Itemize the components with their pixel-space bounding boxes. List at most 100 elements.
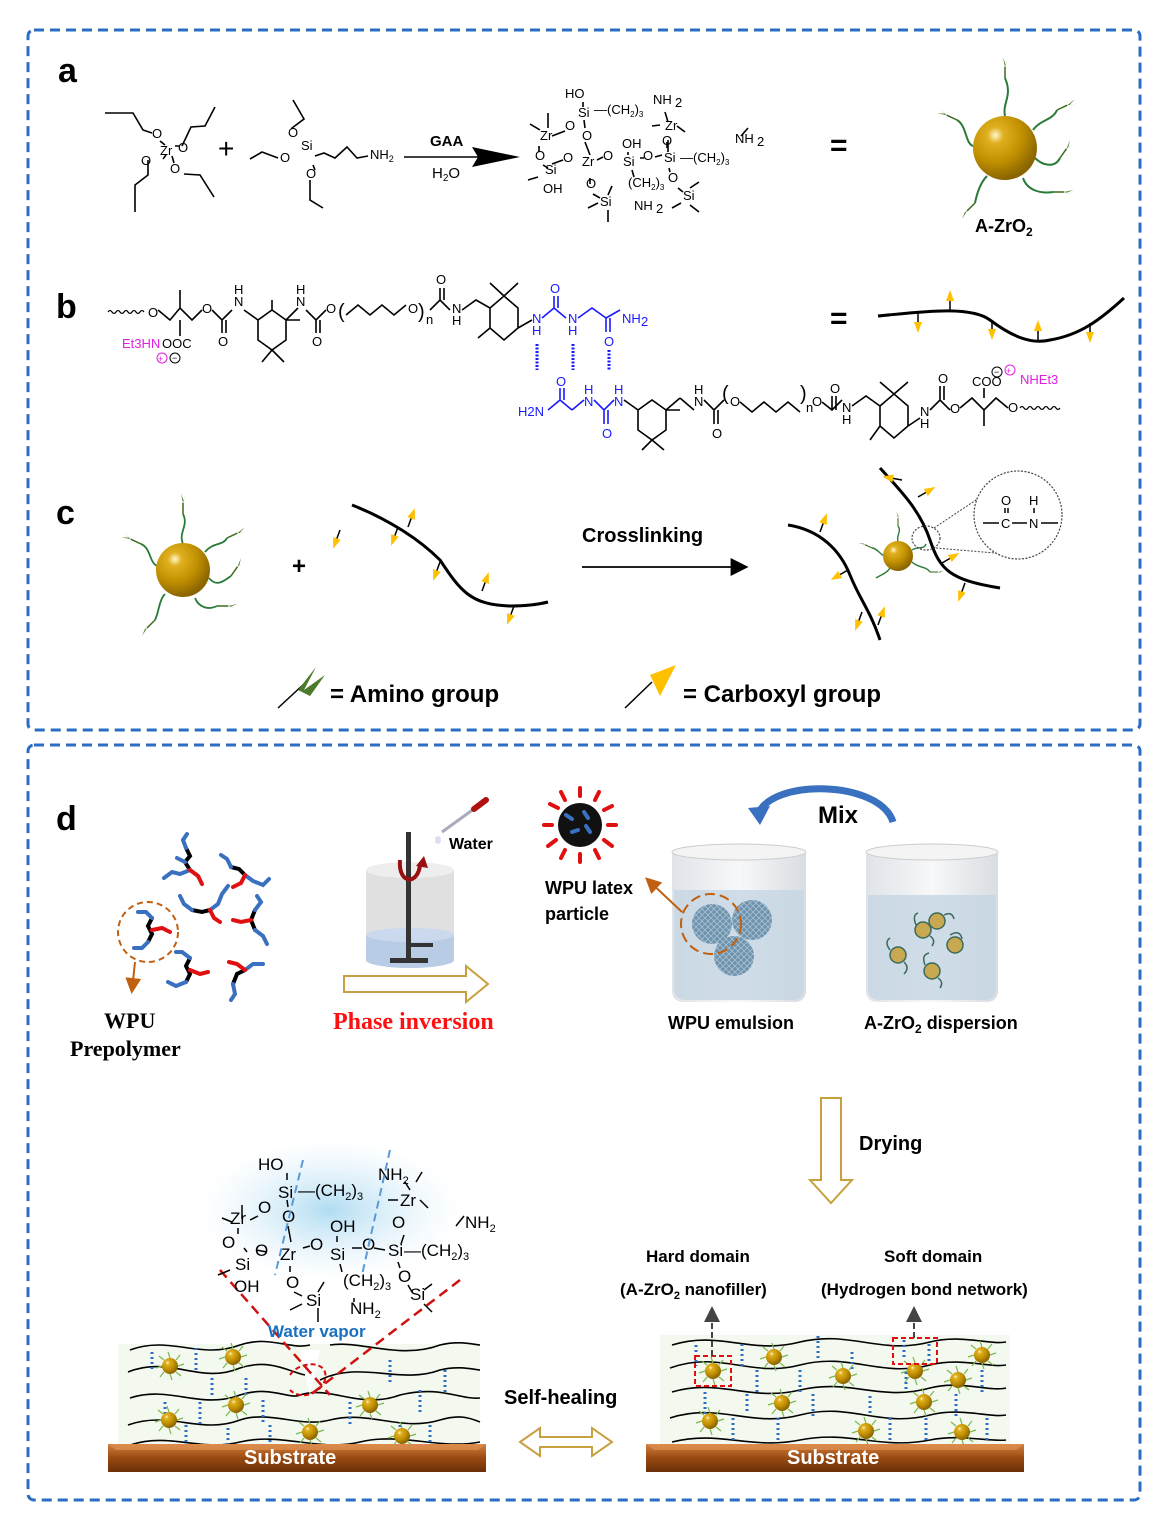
svg-text:O: O [643, 148, 653, 163]
panel-label-a: a [58, 52, 78, 90]
svg-text:Si: Si [278, 1183, 293, 1202]
water-label: Water [449, 836, 493, 853]
panel-abc-frame [26, 28, 1142, 732]
svg-text:Si: Si [410, 1285, 425, 1304]
svg-text:2: 2 [675, 95, 682, 110]
svg-text:Si: Si [623, 154, 635, 169]
svg-text:Si: Si [683, 188, 695, 203]
svg-text:O: O [436, 272, 446, 287]
svg-text:N: N [568, 311, 577, 326]
svg-text:O: O [565, 118, 575, 133]
legend-amino: = Amino group [277, 667, 499, 709]
svg-text:O: O [152, 126, 162, 141]
phase-inversion-label: Phase inversion [333, 1009, 494, 1035]
svg-text:NH: NH [634, 198, 653, 213]
wpu-prepolymer-cluster [132, 832, 271, 1002]
wpu-latex-particle-icon [542, 786, 618, 864]
svg-text:(CH2)3: (CH2)3 [343, 1271, 391, 1293]
svg-text:(: ( [338, 301, 345, 323]
svg-text:Zr: Zr [280, 1245, 296, 1264]
svg-text:O: O [938, 371, 948, 386]
svg-text:O: O [563, 150, 573, 165]
svg-text:—(CH2)3: —(CH2)3 [404, 1241, 469, 1263]
svg-text:O: O [178, 140, 188, 155]
equals-sign-b: = [830, 302, 848, 335]
svg-text:O: O [950, 401, 960, 416]
svg-text:Si: Si [306, 1291, 321, 1310]
svg-text:H: H [532, 323, 541, 338]
svg-text:+: + [1006, 366, 1011, 376]
svg-text:Et3HN: Et3HN [122, 336, 160, 351]
svg-text:Zr: Zr [540, 128, 553, 143]
svg-text:O: O [148, 305, 158, 320]
healed-coating-right [660, 1306, 1010, 1447]
dispersion-label: A-ZrO2 dispersion [864, 1013, 1018, 1036]
svg-text:HO: HO [258, 1155, 284, 1174]
svg-text:N: N [234, 294, 243, 309]
svg-text:OH: OH [622, 136, 642, 151]
wpu-chain-structure-bottom: H2N O NH O NH NH O ( O ) n O O NH NH O O… [518, 371, 1061, 451]
azro2-dispersion-beaker [865, 843, 999, 1002]
svg-text:Si: Si [301, 138, 313, 153]
svg-text:H: H [842, 412, 851, 427]
amide-bond-zoom-circle [973, 470, 1063, 560]
svg-text:O: O [812, 394, 822, 409]
svg-text:N: N [694, 394, 703, 409]
svg-text:O: O [398, 1267, 411, 1286]
reagent-gaa: GAA [430, 133, 464, 150]
hard-domain-label: Hard domain [646, 1247, 750, 1266]
svg-text:H: H [614, 382, 623, 397]
svg-text:O: O [326, 301, 336, 316]
svg-text:O: O [582, 128, 592, 143]
panel-label-c: c [56, 494, 75, 532]
svg-text:NH: NH [735, 131, 754, 146]
svg-text:H: H [568, 323, 577, 338]
svg-text:—(CH2)3: —(CH2)3 [680, 150, 730, 167]
svg-text:O: O [535, 148, 545, 163]
reaction-arrow-a: GAA H2O [404, 133, 520, 184]
svg-text:NH: NH [622, 311, 641, 326]
svg-text:O: O [202, 301, 212, 316]
svg-text:N: N [920, 404, 929, 419]
svg-text:OOC: OOC [162, 336, 192, 351]
legend-carboxyl: = Carboxyl group [624, 665, 881, 709]
svg-text:O: O [550, 281, 560, 296]
zirconium-propoxide-structure: O O Zr O O [105, 106, 216, 212]
svg-text:O: O [310, 1235, 323, 1254]
svg-text:N: N [842, 400, 851, 415]
svg-text:OH: OH [234, 1277, 260, 1296]
svg-text:2: 2 [757, 134, 764, 149]
crosslinking-arrow: Crosslinking [582, 525, 749, 576]
svg-text:O: O [288, 125, 298, 140]
svg-text:−: − [172, 353, 177, 363]
svg-text:Si: Si [235, 1255, 250, 1274]
svg-text:2: 2 [641, 314, 648, 329]
azro2-label: A-ZrO2 [975, 216, 1033, 239]
svg-text:H: H [452, 313, 461, 328]
soft-domain-label: Soft domain [884, 1247, 982, 1266]
svg-text:(CH2)3: (CH2)3 [628, 175, 665, 192]
svg-text:H: H [584, 382, 593, 397]
svg-text:O: O [604, 334, 614, 349]
svg-text:O: O [668, 170, 678, 185]
svg-text:OH: OH [330, 1217, 356, 1236]
phase-inversion-arrow [343, 963, 490, 1005]
svg-text:O: O [556, 374, 566, 389]
svg-text:N: N [614, 394, 623, 409]
soft-domain-detail: (Hydrogen bond network) [821, 1280, 1028, 1299]
svg-text:O: O [141, 153, 151, 168]
prepolymer-label: WPU [104, 1008, 155, 1033]
svg-text:Si: Si [330, 1245, 345, 1264]
prepolymer-highlight-circle [117, 901, 179, 963]
svg-text:Si: Si [578, 105, 590, 120]
carboxyl-group-icon [624, 681, 653, 709]
plus-sign: + [218, 133, 234, 164]
svg-text:O: O [730, 394, 740, 409]
svg-text:Crosslinking: Crosslinking [582, 525, 703, 547]
svg-text:2: 2 [656, 201, 663, 216]
svg-text:O: O [222, 1233, 235, 1252]
svg-text:H: H [296, 282, 305, 297]
svg-text:Zr: Zr [230, 1209, 246, 1228]
svg-text:O: O [170, 161, 180, 176]
wpu-emulsion-beaker [645, 843, 807, 1002]
